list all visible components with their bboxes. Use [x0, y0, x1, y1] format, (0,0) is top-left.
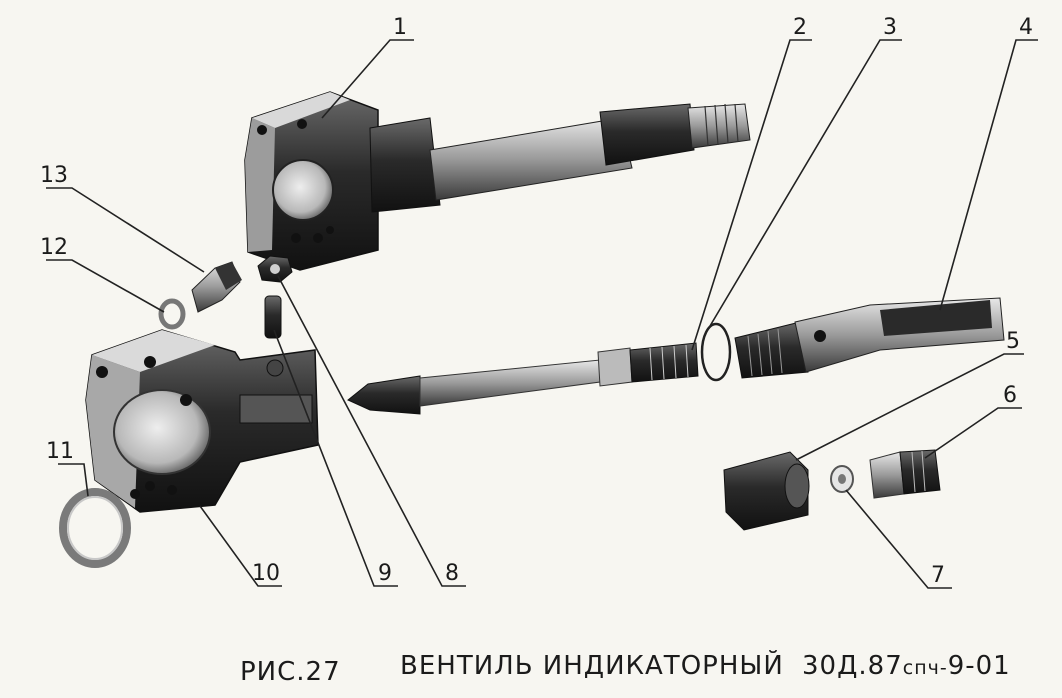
part-8-nut: [257, 255, 293, 283]
part-13-fitting: [191, 261, 242, 313]
callout-6: 6: [1003, 383, 1017, 408]
caption-code-main: 30Д.87: [802, 651, 903, 681]
part-10-valve-body: [85, 329, 319, 513]
callout-10: 10: [252, 561, 280, 586]
part-2-stem: [347, 342, 699, 415]
part-12-washer: [158, 298, 186, 330]
callout-1: 1: [393, 15, 407, 40]
caption-fig-number: РИС.27: [240, 657, 341, 687]
callout-8: 8: [445, 561, 459, 586]
part-5-union-nut: [723, 451, 810, 531]
part-9-pin: [264, 295, 282, 339]
callout-11: 11: [46, 439, 74, 464]
figure-caption: РИС.27 ВЕНТИЛЬ ИНДИКАТОРНЫЙ 30Д.87спч-9-…: [240, 649, 1011, 687]
caption-code-small: спч-: [903, 657, 948, 679]
caption-title: ВЕНТИЛЬ ИНДИКАТОРНЫЙ: [400, 649, 784, 681]
leader-lines: [46, 39, 1038, 589]
part-7-washer: [830, 465, 854, 493]
callout-7: 7: [931, 563, 945, 588]
callout-3: 3: [883, 15, 897, 40]
part-1-valve-assembly: [244, 91, 751, 271]
callout-12: 12: [40, 235, 68, 260]
callout-13: 13: [40, 163, 68, 188]
part-4-bonnet: [734, 297, 1005, 379]
callout-2: 2: [793, 15, 807, 40]
caption-code-end: 9-01: [948, 651, 1011, 681]
part-3-o-ring: [700, 322, 732, 382]
callout-5: 5: [1006, 329, 1020, 354]
callout-4: 4: [1019, 15, 1033, 40]
part-11-gasket-ring: [59, 488, 131, 568]
caption-code: 30Д.87спч-9-01: [802, 651, 1011, 681]
part-6-nipple: [869, 449, 941, 499]
callout-9: 9: [378, 561, 392, 586]
callout-numbers: 1 2 3 4 5 6 7 8 9 10 11 12 13: [40, 15, 1033, 588]
